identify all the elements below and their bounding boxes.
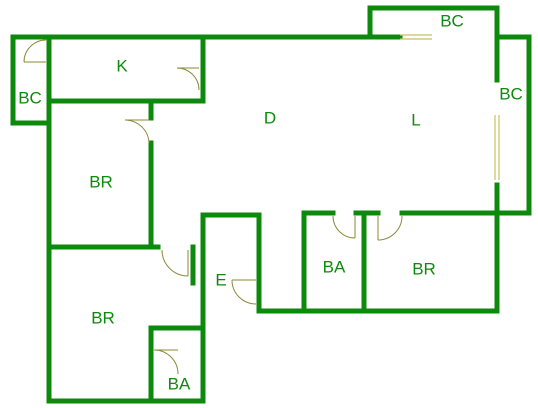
room-label-living: L [411, 110, 420, 129]
windows [400, 34, 500, 180]
room-label-balcony-right: BC [499, 84, 523, 103]
bath1-wall [301, 210, 336, 314]
door-arc [176, 67, 200, 91]
room-label-entry: E [215, 270, 226, 289]
room-label-bath-2: BA [168, 374, 191, 393]
room-label-bedroom-1: BR [89, 172, 113, 191]
door-arc [153, 349, 179, 375]
room-label-balcony-left: BC [18, 88, 42, 107]
door-arc [124, 119, 150, 144]
door-arc [231, 279, 257, 305]
door-arc [377, 215, 403, 241]
room-label-bath-1: BA [323, 257, 346, 276]
room-label-balcony-top: BC [440, 11, 464, 30]
room-label-dining: D [264, 108, 276, 127]
door-arc [332, 215, 356, 239]
door-arc [161, 249, 189, 277]
door-arc [23, 39, 47, 63]
walls [10, 5, 532, 404]
room-labels: BC K BC D L BC BR E BA BR BR BA [18, 11, 523, 393]
room-label-bedroom-3: BR [91, 308, 115, 327]
room-label-kitchen: K [116, 56, 128, 75]
outer-wall [10, 5, 532, 404]
room-label-bedroom-2: BR [412, 259, 436, 278]
doors [23, 39, 403, 375]
